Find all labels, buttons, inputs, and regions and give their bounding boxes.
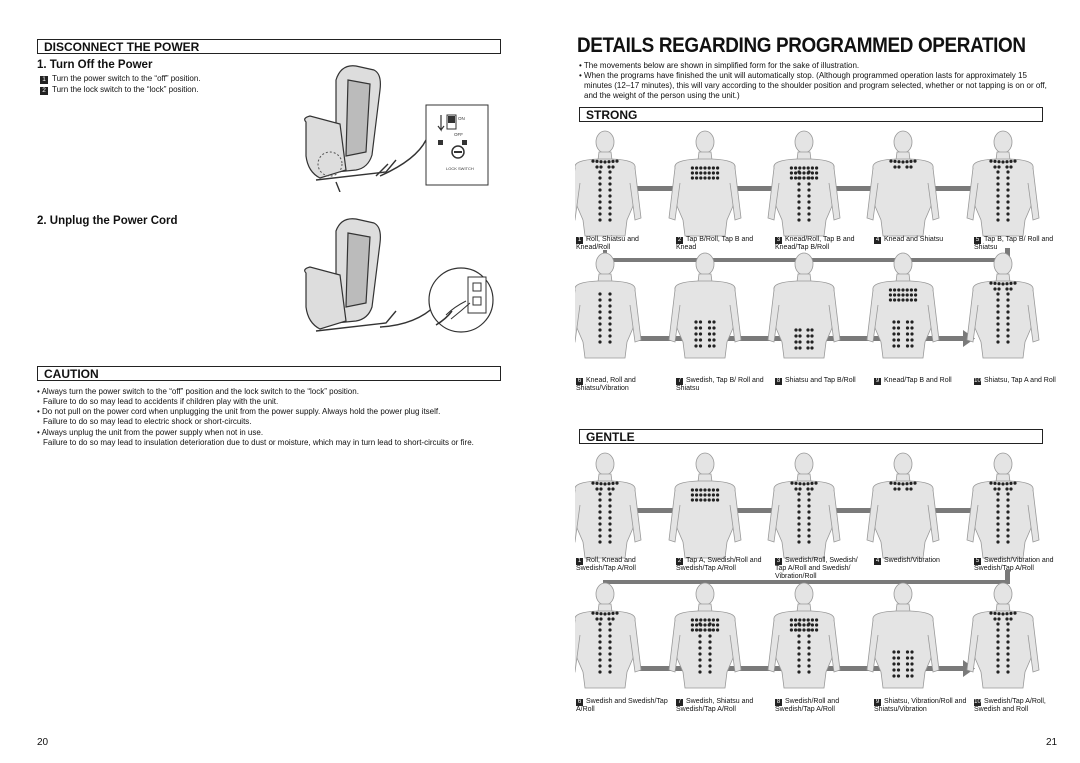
caution-heading: CAUTION [37, 366, 501, 381]
torso-figure [966, 582, 1040, 689]
gentle-row-2-figures [575, 580, 1055, 698]
turn-off-heading: 1. Turn Off the Power [37, 59, 153, 71]
torso-figure [866, 130, 940, 237]
switch-off-label: OFF [454, 132, 463, 137]
torso-figure [866, 582, 940, 689]
torso-figure [575, 452, 642, 559]
gentle-heading: GENTLE [579, 429, 1043, 444]
torso-figure [575, 130, 642, 237]
strong-heading: STRONG [579, 107, 1043, 122]
torso-figure [575, 582, 642, 689]
strong-row-2-figures [575, 250, 1055, 375]
torso-figure [966, 252, 1040, 359]
torso-figure [767, 452, 841, 559]
torso-figure [767, 582, 841, 689]
caution-item-3: • Always unplug the unit from the power … [37, 428, 474, 447]
torso-figure [575, 252, 642, 359]
gentle-row-1-figures [575, 450, 1055, 585]
torso-figure [767, 130, 841, 237]
torso-figure [668, 582, 742, 689]
torso-figure [966, 452, 1040, 559]
torso-figure [668, 452, 742, 559]
caution-item-1: • Always turn the power switch to the “o… [37, 387, 359, 406]
caution-item-2: • Do not pull on the power cord when unp… [37, 407, 441, 426]
switch-on-label: ON [458, 116, 465, 121]
torso-figure [966, 130, 1040, 237]
torso-figure [767, 252, 841, 359]
page-title: DETAILS REGARDING PROGRAMMED OPERATION [577, 34, 1026, 57]
torso-figure [668, 130, 742, 237]
torso-figure [866, 452, 940, 559]
unplug-heading: 2. Unplug the Power Cord [37, 215, 178, 227]
intro-bullet-1: • The movements below are shown in simpl… [579, 61, 860, 70]
torso-figure [668, 252, 742, 359]
unplug-chair-illustration [296, 215, 496, 345]
torso-figure [866, 252, 940, 359]
intro-bullet-2: • When the programs have finished the un… [579, 71, 1047, 100]
page-number-left: 20 [37, 737, 49, 748]
disconnect-heading: DISCONNECT THE POWER [37, 39, 501, 54]
strong-row-1-figures [575, 128, 1055, 263]
lock-switch-label: LOCK SWITCH [446, 166, 474, 171]
massage-chair-illustration: ON OFF LOCK SWITCH [296, 60, 496, 192]
page-number-right: 21 [1046, 737, 1058, 748]
